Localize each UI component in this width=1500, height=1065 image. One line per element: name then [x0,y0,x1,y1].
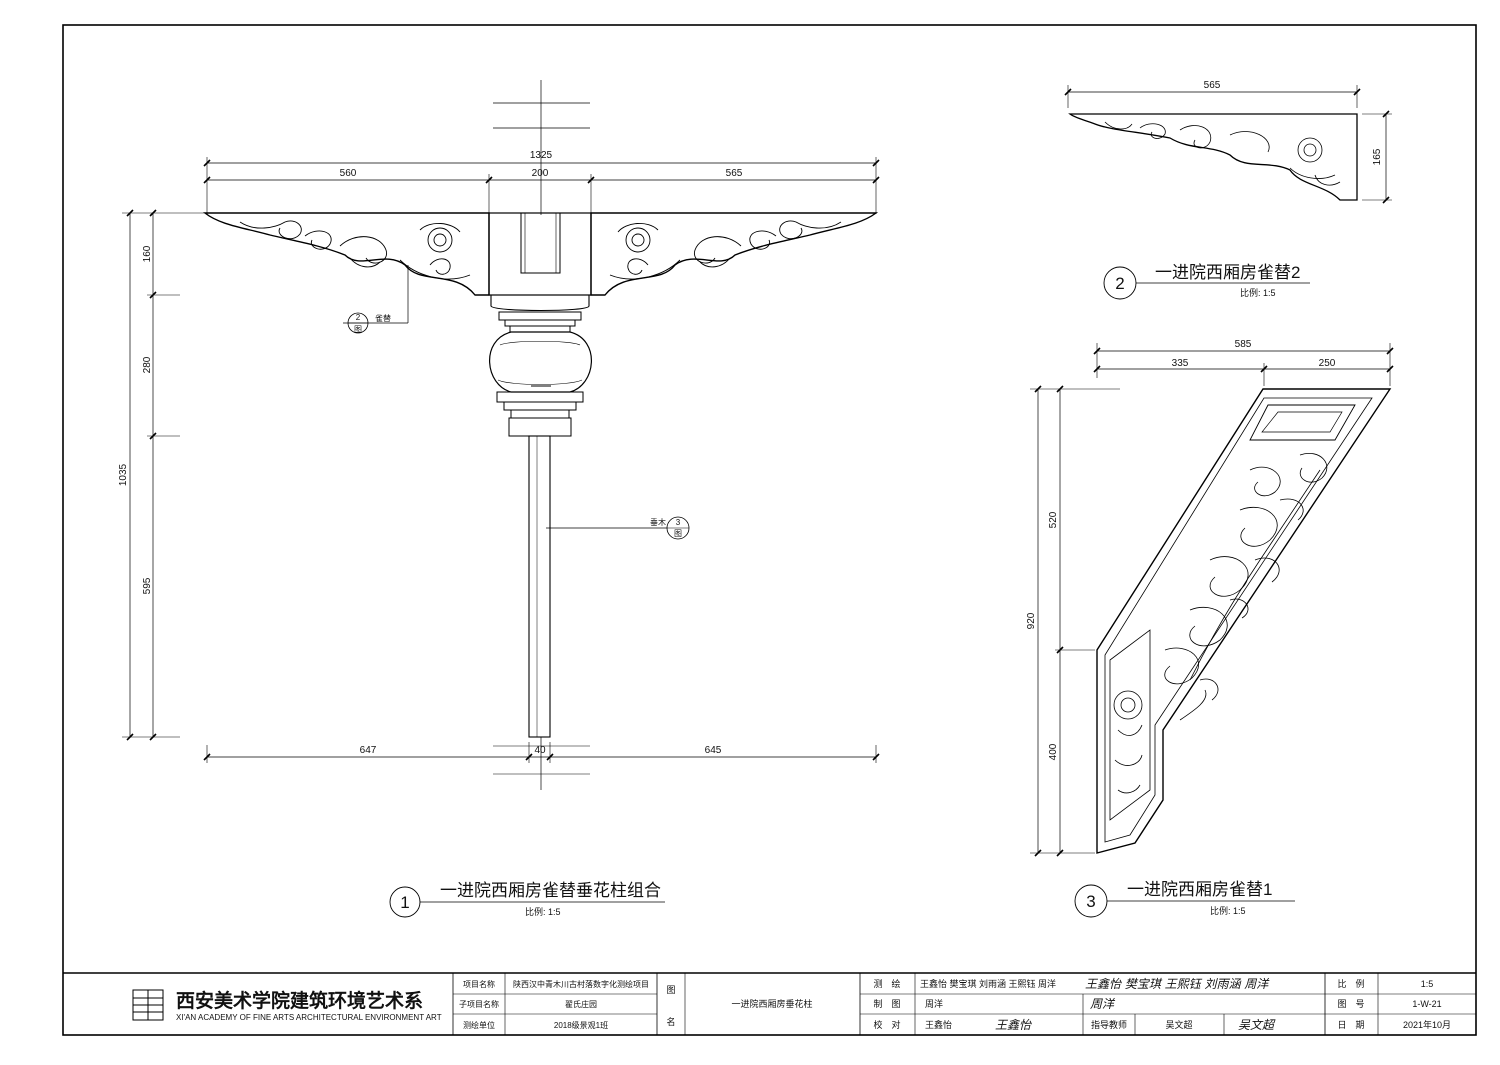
drawing-2-text: 565 165 2 一进院西厢房雀替2 比例: 1:5 [1115,80,1383,298]
drawing-3-title: 一进院西厢房雀替1 [1127,880,1272,899]
survey-label: 测 绘 [873,978,900,989]
subproject-label: 子项目名称 [459,999,499,1009]
unit-value: 2018级景观1班 [554,1020,608,1030]
dim-left-c: 595 [142,577,153,594]
callout-2-label: 雀替 [375,313,391,323]
drawing-1-scale: 比例: 1:5 [525,906,561,917]
dim-left-a: 160 [142,245,153,262]
draw-name: 周洋 [925,998,943,1009]
dim-bottom-right: 645 [705,745,722,756]
date-value: 2021年10月 [1403,1019,1451,1030]
academy-name-en: XI'AN ACADEMY OF FINE ARTS ARCHITECTURAL… [176,1013,442,1022]
drawing-1 [122,80,880,918]
drawing-3-scale: 比例: 1:5 [1210,905,1246,916]
dim-top-right: 565 [726,168,743,179]
scale-label: 比 例 [1337,978,1364,989]
check-label: 校 对 [873,1019,900,1030]
callout-2-sheet: 图 [354,325,362,334]
callout-2-num: 2 [356,313,361,322]
check-signature: 王鑫怡 [995,1018,1032,1032]
dim-left-total: 1035 [118,463,129,486]
callout-3-num: 3 [676,518,681,527]
drawing-3-text: 585 335 250 920 520 400 3 一进院西厢房雀替1 比例: … [1026,339,1336,916]
d3-dim-left-total: 920 [1026,612,1037,629]
dim-top-total: 1325 [530,150,553,161]
dim-top-left: 560 [340,168,357,179]
d3-dim-top-total: 585 [1235,339,1252,350]
no-value: 1-W-21 [1412,999,1441,1009]
drawing-2 [1064,85,1392,300]
drawing-1-title: 一进院西厢房雀替垂花柱组合 [440,881,661,900]
scale-value: 1:5 [1421,979,1434,989]
no-label: 图 号 [1337,999,1364,1009]
unit-label: 测绘单位 [463,1020,495,1030]
d3-dim-left-a: 520 [1048,511,1059,528]
dim-top-mid: 200 [532,168,549,179]
d3-dim-top-left: 335 [1172,358,1189,369]
drawing-2-title: 一进院西厢房雀替2 [1155,263,1300,282]
dim-left-b: 280 [142,356,153,373]
drawing-2-scale: 比例: 1:5 [1240,287,1276,298]
survey-names: 王鑫怡 樊宝琪 刘雨涵 王熙钰 周洋 [920,978,1056,989]
drawing-name: 一进院西厢房垂花柱 [731,998,812,1009]
project-label: 项目名称 [463,979,495,989]
title-block [63,972,1476,1035]
draw-signature: 周洋 [1090,997,1116,1011]
drawing-3-number: 3 [1086,892,1095,911]
title-block-text: 西安美术学院建筑环境艺术系 XI'AN ACADEMY OF FINE ARTS… [176,977,1451,1032]
dim-bottom-left: 647 [360,745,377,756]
fig-label-2: 名 [666,1016,675,1027]
academy-name-cn: 西安美术学院建筑环境艺术系 [176,989,423,1012]
drawing-1-text: 1325 560 200 565 1035 160 280 595 647 40… [118,150,743,917]
draw-label: 制 图 [873,998,900,1009]
fig-label-1: 图 [666,985,675,995]
callout-3-sheet: 图 [674,529,682,538]
advisor-label: 指导教师 [1091,1019,1127,1030]
advisor-name: 吴文超 [1165,1019,1192,1030]
date-label: 日 期 [1337,1020,1364,1030]
drawing-1-number: 1 [400,893,409,912]
dim-bottom-mid: 40 [534,745,546,756]
d2-dim-width: 565 [1204,80,1221,91]
d3-dim-left-b: 400 [1048,743,1059,760]
d3-dim-top-right: 250 [1319,358,1336,369]
d2-dim-height: 165 [1372,148,1383,165]
advisor-signature: 吴文超 [1238,1018,1276,1032]
check-name: 王鑫怡 [925,1019,952,1030]
sheet-border [62,24,1477,1036]
project-value: 陕西汉中青木川古村落数字化测绘项目 [513,979,649,989]
drawing-2-number: 2 [1115,274,1124,293]
academy-logo-icon [132,989,164,1021]
survey-signatures: 王鑫怡 樊宝琪 王熙钰 刘雨涵 周洋 [1085,977,1270,991]
subproject-value: 翟氏庄园 [565,999,597,1009]
drawing-3 [1030,343,1394,918]
callout-3-label: 垂木 [650,517,666,527]
